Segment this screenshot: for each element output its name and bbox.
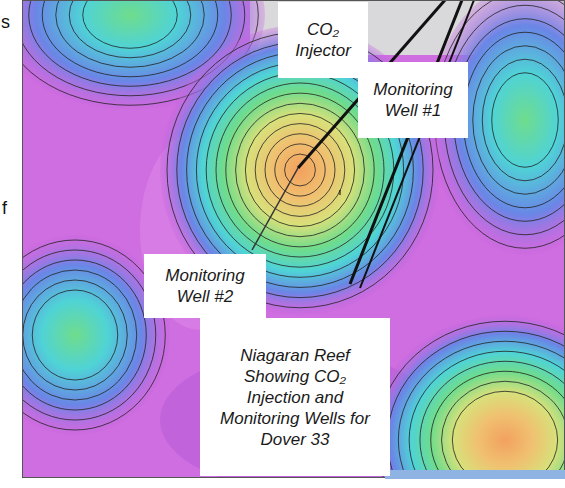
label-text: Niagaran Reef Showing CO₂ Injection and …: [220, 345, 370, 450]
slide-text-fragment: f: [2, 198, 7, 218]
caption-box: Niagaran Reef Showing CO₂ Injection and …: [200, 318, 390, 476]
label-text: Monitoring Well #1: [366, 79, 460, 121]
label-text: CO₂ Injector: [286, 19, 360, 61]
monitoring-well-box: Monitoring Well #1: [358, 62, 468, 138]
monitoring-well-box: Monitoring Well #2: [144, 254, 266, 318]
label-text: Monitoring Well #2: [152, 265, 258, 307]
slide-text-fragment: s: [1, 12, 10, 32]
injector-label-box: CO₂ Injector: [278, 2, 368, 78]
